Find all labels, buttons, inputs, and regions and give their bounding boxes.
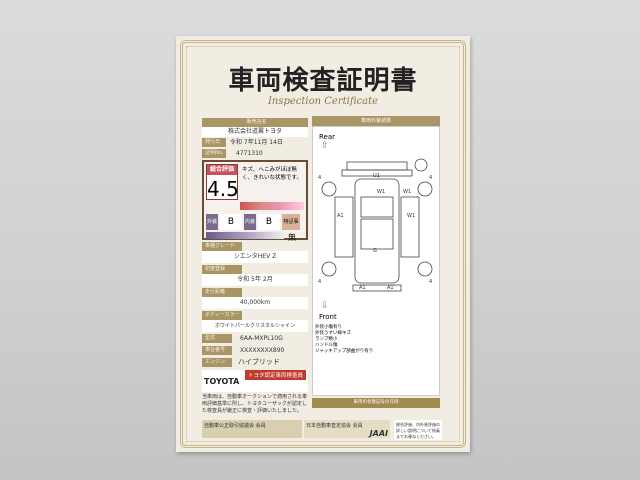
exterior-label: 外装	[206, 214, 218, 230]
date-row: 発行日 令和 7年11月 14日	[202, 138, 308, 147]
tire-depth: 4	[318, 175, 321, 181]
toyota-logo: TOYOTA	[204, 377, 240, 386]
rear-label: Rear	[319, 133, 336, 141]
certno-row: 証明No. 4771310	[202, 149, 308, 158]
color-value: ホワイトパールクリスタルシャイン	[202, 320, 308, 332]
color-label: ボディーカラー	[202, 311, 242, 320]
modelcode-label: 型式	[202, 334, 232, 343]
color-row: ボディーカラーホワイトパールクリスタルシャイン	[202, 311, 308, 332]
model-label: 車種グレード	[202, 242, 242, 251]
interior-grade: B	[258, 214, 280, 230]
assoc2: 日本自動車査定協会 会員 JAAI	[304, 420, 390, 438]
chassis-row: 車台番号 XXXXXXXX890	[202, 346, 308, 355]
modelcode-value: 6AA-MXPL10G	[240, 335, 283, 342]
firstreg-label: 初度登録	[202, 265, 242, 274]
model-value: シエンタHEV Z	[202, 251, 308, 263]
certno-value: 4771310	[236, 150, 263, 157]
mark-A1: A1	[387, 285, 394, 291]
arrow-down-icon: ⇩	[321, 301, 329, 311]
front-label: Front	[319, 313, 337, 321]
doc-subtitle: Inspection Certificate	[267, 96, 379, 107]
firstreg-value: 令和 5年 2月	[202, 274, 308, 286]
info-note: 総合評価、内外装評価の詳しい説明について係員までお尋ねください。	[394, 420, 442, 440]
legend-item: ハンドル傷	[315, 343, 338, 348]
engine-label: エンジン	[202, 358, 232, 367]
doc-title: 車両検査証明書	[228, 66, 418, 96]
legend-item: 外装うすい線キズ	[315, 331, 351, 336]
inner-border	[186, 46, 460, 442]
date-value: 令和 7年11月 14日	[230, 139, 283, 146]
tire-depth: 4	[318, 279, 321, 285]
date-label: 発行日	[202, 138, 226, 147]
assoc1: 自動車公正取引協議会 会員	[202, 420, 302, 438]
modelcode-row: 型式 6AA-MXPL10G	[202, 334, 308, 343]
certno-label: 証明No.	[202, 149, 226, 158]
mark-W1: W1	[403, 189, 411, 195]
mark-W1: W1	[407, 213, 415, 219]
grade-box: 総合評価 4.5 キズ、へこみがほぼ無く、きれいな状態です。 外装 B 内装 B …	[202, 160, 308, 242]
interior-label: 内装	[244, 214, 256, 230]
code-legend-header: 車両の状態記号の凡例	[312, 398, 440, 408]
dealer-label: 販売店名	[202, 118, 308, 127]
mark-A1: A1	[359, 285, 366, 291]
inspector-badge: トヨタ認定車両検査員	[244, 370, 306, 380]
mark-A1: A1	[337, 213, 344, 219]
grade-comment: キズ、へこみがほぼ無く、きれいな状態です。	[242, 167, 302, 181]
jaai-logo: JAAI	[369, 429, 388, 438]
vehicle-diagram: Rear ⇧ U1 W1 W1 A1 W1 G A1 A1 4 4 4 4 ⇩ …	[312, 126, 440, 396]
sub-grades: 外装 B 内装 B 特記事	[206, 214, 300, 230]
special-label: 特記事	[282, 214, 300, 230]
assoc1-label: 自動車公正取引協議会 会員	[204, 423, 266, 429]
condition-legend: 外装小傷有り 外装うすい線キズ ランプ類小 ハンドル傷 ジャッキアップ部曲がり有…	[315, 325, 373, 355]
car-outline: U1 W1 W1 A1 W1 G A1 A1 4 4 4 4	[318, 158, 433, 292]
mark-G: G	[373, 248, 377, 254]
chassis-label: 車台番号	[202, 346, 232, 355]
inspection-certificate: 車両検査証明書 Inspection Certificate 販売店名 株式会社…	[176, 36, 470, 452]
interior-scale	[206, 232, 284, 239]
ornamental-border	[180, 40, 466, 448]
tire-depth: 4	[429, 279, 432, 285]
overall-label: 総合評価	[207, 165, 237, 175]
engine-value: ハイブリッド	[238, 358, 280, 366]
legend-item: ランプ類小	[315, 337, 338, 342]
model-row: 車種グレードシエンタHEV Z	[202, 242, 308, 263]
assoc2-label: 日本自動車査定協会 会員	[306, 423, 363, 429]
legend-item: 外装小傷有り	[315, 325, 342, 330]
certificate-note: 当車両は、自動車オークションで適用される車両評価基準に則し、トヨタユーザックが認…	[202, 394, 308, 414]
mileage-value: 40,000km	[202, 297, 308, 309]
mileage-label: 走行距離	[202, 288, 242, 297]
exterior-grade: B	[220, 214, 242, 230]
score-value: 4.5	[207, 177, 239, 201]
arrow-up-icon: ⇧	[321, 141, 329, 151]
legend-item: ジャッキアップ部曲がり有り	[315, 349, 374, 354]
special-value: 無	[288, 233, 296, 242]
engine-row: エンジンハイブリッド	[202, 358, 308, 367]
chassis-value: XXXXXXXX890	[240, 347, 285, 354]
dealer-value: 株式会社道翼トヨタ	[202, 127, 308, 137]
grade-scale	[240, 202, 304, 210]
overall-score: 総合評価 4.5	[206, 164, 239, 201]
mark-W1: W1	[377, 189, 385, 195]
tire-depth: 4	[429, 175, 432, 181]
brand-row: TOYOTA トヨタ認定車両検査員	[202, 370, 308, 392]
firstreg-row: 初度登録令和 5年 2月	[202, 265, 308, 286]
dealer-row: 販売店名 株式会社道翼トヨタ	[202, 118, 308, 137]
mark-U1: U1	[373, 173, 380, 179]
diagram-header: 車両外装状態	[312, 116, 440, 126]
